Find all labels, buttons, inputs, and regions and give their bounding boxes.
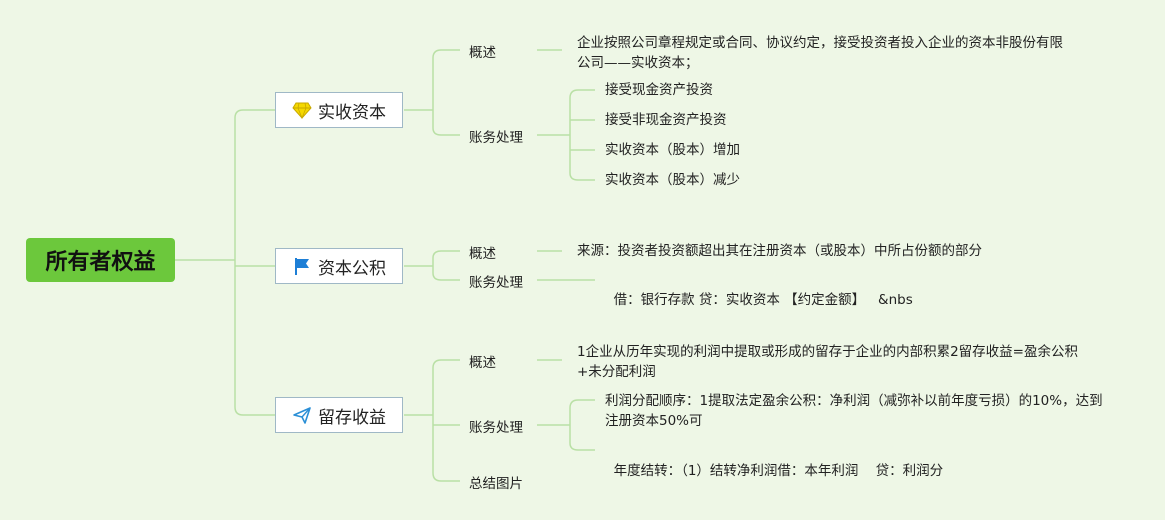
leaf-label: 接受现金资产投资	[605, 82, 713, 98]
paper-plane-icon	[292, 405, 312, 425]
leaf-text[interactable]: 借：银行存款 贷：实收资本 【约定金额】 &nbs	[605, 270, 913, 310]
leaf-label: 接受非现金资产投资	[605, 112, 727, 128]
branch-capital-reserve[interactable]: 资本公积	[275, 248, 403, 284]
leaf-text[interactable]: 实收资本（股本）减少	[605, 170, 740, 190]
leaf-text[interactable]: 接受现金资产投资	[605, 80, 713, 100]
leaf-label: 借：银行存款 贷：实收资本 【约定金额】 &nbs	[613, 292, 913, 308]
subtopic-label: 账务处理	[469, 130, 523, 146]
branch-label: 资本公积	[318, 258, 386, 279]
leaf-label: 年度结转：（1）结转净利润借：本年利润 贷：利润分	[613, 463, 944, 479]
leaf-label: 利润分配顺序：1提取法定盈余公积：净利润（减弥补以前年度亏损）的10%，达到注册…	[605, 393, 1103, 429]
subtopic-label: 概述	[469, 45, 496, 61]
root-label: 所有者权益	[45, 250, 156, 275]
subtopic-label: 账务处理	[469, 275, 523, 291]
leaf-text[interactable]: 年度结转：（1）结转净利润借：本年利润 贷：利润分	[605, 441, 944, 481]
subtopic-accounting[interactable]: 账务处理	[469, 126, 523, 146]
subtopic-label: 概述	[469, 355, 496, 371]
leaf-label: 企业按照公司章程规定或合同、协议约定，接受投资者投入企业的资本非股份有限公司——…	[577, 35, 1063, 71]
branch-retained-earnings[interactable]: 留存收益	[275, 397, 403, 433]
subtopic-accounting[interactable]: 账务处理	[469, 271, 523, 291]
leaf-label: 来源：投资者投资额超出其在注册资本（或股本）中所占份额的部分	[577, 243, 982, 259]
leaf-label: 实收资本（股本）减少	[605, 172, 740, 188]
leaf-text[interactable]: 利润分配顺序：1提取法定盈余公积：净利润（减弥补以前年度亏损）的10%，达到注册…	[605, 391, 1105, 431]
subtopic-label: 概述	[469, 246, 496, 262]
leaf-label: 实收资本（股本）增加	[605, 142, 740, 158]
subtopic-summary-image[interactable]: 总结图片	[469, 472, 523, 492]
subtopic-overview[interactable]: 概述	[469, 242, 496, 262]
flag-icon	[292, 256, 312, 276]
leaf-text[interactable]: 1企业从历年实现的利润中提取或形成的留存于企业的内部积累2留存收益=盈余公积+未…	[577, 342, 1082, 382]
subtopic-overview[interactable]: 概述	[469, 41, 496, 61]
leaf-text[interactable]: 企业按照公司章程规定或合同、协议约定，接受投资者投入企业的资本非股份有限公司——…	[577, 33, 1072, 73]
leaf-text[interactable]: 实收资本（股本）增加	[605, 140, 740, 160]
subtopic-accounting[interactable]: 账务处理	[469, 416, 523, 436]
subtopic-overview[interactable]: 概述	[469, 351, 496, 371]
leaf-text[interactable]: 来源：投资者投资额超出其在注册资本（或股本）中所占份额的部分	[577, 241, 982, 261]
leaf-text[interactable]: 接受非现金资产投资	[605, 110, 727, 130]
subtopic-label: 账务处理	[469, 420, 523, 436]
subtopic-label: 总结图片	[469, 476, 523, 492]
branch-label: 实收资本	[318, 102, 386, 123]
diamond-icon	[292, 100, 312, 120]
branch-paid-in-capital[interactable]: 实收资本	[275, 92, 403, 128]
leaf-label: 1企业从历年实现的利润中提取或形成的留存于企业的内部积累2留存收益=盈余公积+未…	[577, 344, 1078, 380]
root-node[interactable]: 所有者权益	[26, 238, 175, 282]
branch-label: 留存收益	[318, 407, 386, 428]
